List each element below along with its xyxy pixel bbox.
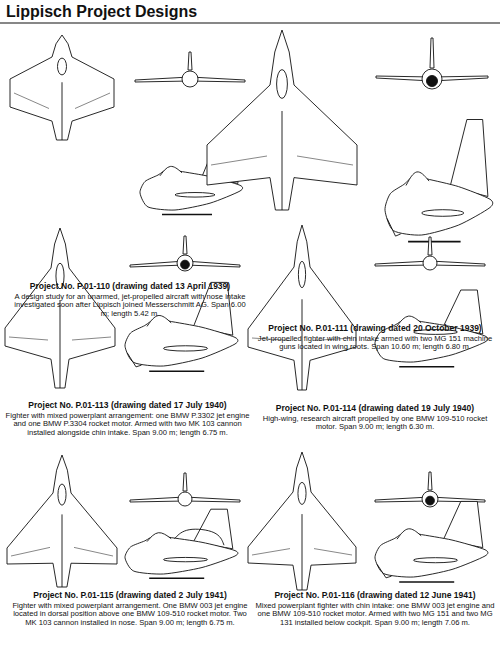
wing-section: [175, 193, 215, 198]
front-fin: [188, 52, 192, 70]
chin-intake: [377, 564, 391, 577]
wing-section: [164, 346, 208, 351]
intake: [427, 76, 438, 87]
front-fuselage: [178, 492, 192, 506]
chin-intake: [387, 219, 401, 237]
project-heading: Project No. P.01-114 (drawing dated 19 J…: [255, 404, 495, 414]
canopy: [277, 70, 288, 99]
side-canopy: [397, 529, 421, 539]
project-description: Fighter with mixed powerplant arrangemen…: [5, 412, 250, 438]
elevon-line: [14, 93, 49, 109]
side-fuselage: [125, 318, 238, 366]
front-fuselage: [177, 255, 193, 271]
front-fin: [183, 236, 187, 254]
project-heading: Project No. P.01-111 (drawing dated 20 O…: [255, 324, 495, 334]
front-fin: [428, 237, 432, 255]
side-canopy: [406, 172, 429, 186]
intake: [426, 496, 435, 505]
project-heading: Project No. P.01-116 (drawing dated 12 J…: [255, 591, 495, 601]
project-heading: Project No. P.01-113 (drawing dated 17 J…: [5, 401, 250, 411]
front-fuselage: [423, 256, 437, 270]
side-fuselage: [375, 532, 488, 578]
fin-line: [282, 111, 283, 210]
page-title: Lippisch Project Designs: [6, 3, 197, 21]
project-description: Jet-propelled fighter with chin intake a…: [255, 335, 495, 352]
canopy: [298, 261, 305, 287]
fin-line: [60, 300, 61, 388]
project-description: A design study for an unarmed, jet-prope…: [10, 293, 250, 319]
side-fuselage: [125, 535, 238, 574]
front-fin: [428, 472, 432, 490]
elevon-line: [11, 547, 50, 556]
elevon-line: [211, 156, 267, 165]
side-fin: [450, 120, 488, 197]
project-description: Fighter with mixed powerplant arrangemen…: [8, 602, 252, 628]
title-rule: [0, 22, 500, 23]
side-canopy: [160, 166, 182, 175]
canopy: [58, 484, 66, 505]
landing-skid: [399, 366, 454, 368]
fin-line: [62, 82, 63, 140]
side-canopy: [147, 533, 171, 542]
fin-line: [62, 514, 63, 587]
elevon-line: [297, 156, 353, 165]
canopy: [58, 58, 67, 75]
plan-view: [207, 30, 357, 210]
landing-skid: [149, 578, 204, 580]
front-fuselage: [182, 71, 198, 87]
project-heading: Project No. P.01-115 (drawing dated 2 Ju…: [8, 591, 252, 601]
elevon-line: [74, 547, 113, 556]
side-fuselage: [385, 176, 493, 236]
wing-section: [164, 557, 208, 561]
landing-skid: [149, 370, 204, 372]
elevon-line: [252, 549, 290, 555]
intake: [181, 260, 190, 269]
project-description: High-wing, research aircraft propelled b…: [255, 415, 495, 432]
landing-skid: [162, 214, 212, 216]
plan-view: [10, 35, 114, 140]
plan-view: [248, 225, 356, 390]
front-fin: [183, 473, 187, 491]
wing-section: [422, 210, 464, 217]
front-fuselage: [422, 69, 442, 89]
elevon-line: [72, 337, 111, 340]
elevon-line: [314, 549, 352, 555]
dorsal-engine: [175, 529, 225, 545]
plan-view: [7, 455, 117, 587]
landing-skid: [399, 581, 454, 583]
project-description: Mixed powerplant fighter with chin intak…: [255, 602, 495, 628]
fin-line: [302, 514, 303, 590]
project-heading: Project No. P.01-110 (drawing dated 13 A…: [10, 282, 250, 292]
front-fin: [430, 38, 434, 68]
chin-intake: [127, 353, 141, 367]
wing-section: [414, 558, 458, 563]
elevon-line: [9, 337, 48, 340]
front-fuselage: [422, 491, 438, 507]
elevon-line: [75, 93, 110, 109]
landing-skid: [408, 241, 461, 243]
plan-view: [248, 452, 356, 590]
canopy: [298, 482, 306, 504]
